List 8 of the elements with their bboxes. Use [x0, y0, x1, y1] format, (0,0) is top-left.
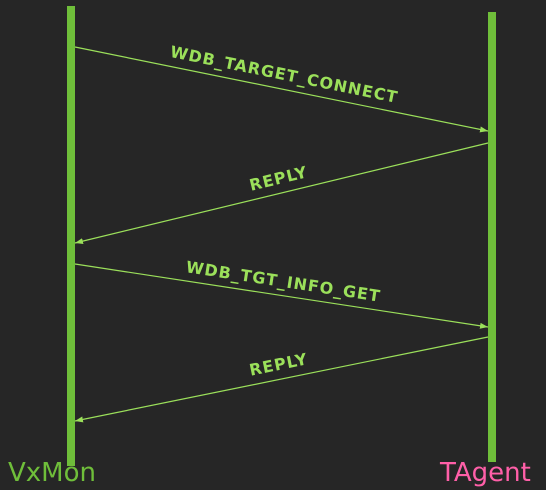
message-label: REPLY	[248, 350, 310, 380]
message-arrow	[74, 336, 488, 422]
message-label: REPLY	[247, 164, 310, 196]
participant-label: VxMon	[8, 458, 96, 488]
message-arrow	[74, 263, 488, 329]
participant-label: TAgent	[440, 458, 531, 488]
message-arrow	[74, 142, 488, 244]
message-arrow	[74, 46, 488, 132]
